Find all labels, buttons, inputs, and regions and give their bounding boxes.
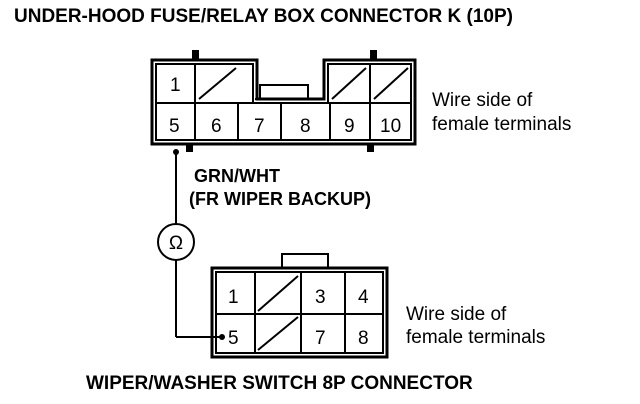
bottom-wire-side-label-2: female terminals	[406, 327, 545, 348]
top-pin-9: 9	[344, 116, 355, 137]
top-wire-side-label-2: female terminals	[432, 114, 571, 135]
top-pin-7: 7	[254, 116, 265, 137]
top-wire-side-label-1: Wire side of	[432, 90, 533, 111]
wire-color-label: GRN/WHT	[194, 166, 280, 186]
top-pin-8: 8	[300, 116, 311, 137]
wire-circuit-label: (FR WIPER BACKUP)	[189, 189, 371, 209]
bottom-connector-title: WIPER/WASHER SWITCH 8P CONNECTOR	[86, 373, 473, 394]
bottom-pin-5: 5	[228, 328, 239, 349]
top-pin-10: 10	[380, 116, 401, 137]
top-pin-1: 1	[170, 75, 181, 96]
ohm-icon: Ω	[169, 233, 183, 254]
top-pin-5: 5	[169, 116, 180, 137]
bottom-pin-1: 1	[228, 287, 239, 308]
bottom-pin-8: 8	[358, 328, 369, 349]
bottom-pin-3: 3	[315, 287, 326, 308]
top-pin-6: 6	[211, 116, 222, 137]
wiper-washer-switch-connector: 1 3 4 5 7 8	[210, 253, 389, 359]
top-connector-title: UNDER-HOOD FUSE/RELAY BOX CONNECTOR K (1…	[14, 6, 513, 27]
bottom-pin-4: 4	[358, 287, 369, 308]
bottom-pin-7: 7	[315, 328, 326, 349]
fuse-relay-box-connector-k: 1 5 6 7 8 9 10	[150, 50, 417, 152]
bottom-wire-side-label-1: Wire side of	[406, 304, 507, 325]
test-wire: Ω	[157, 149, 225, 340]
